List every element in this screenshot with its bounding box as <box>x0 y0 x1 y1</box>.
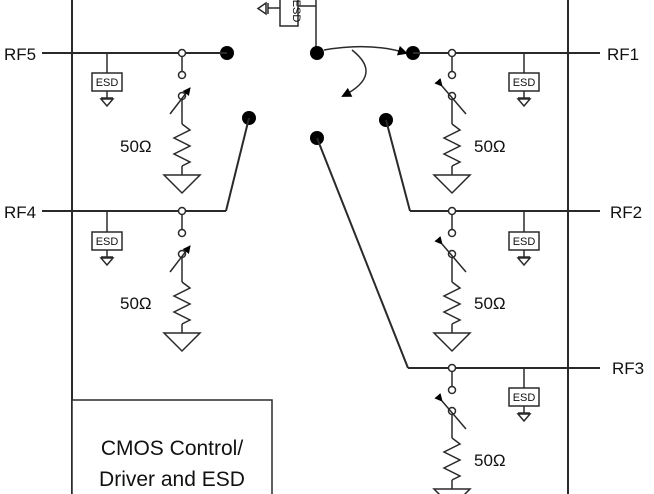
resistor-rf4 <box>172 281 192 325</box>
resistor-label-rf4: 50Ω <box>120 294 152 313</box>
common-node <box>310 46 324 60</box>
shunt-switch-arrow <box>434 78 467 115</box>
resistor-label-rf5: 50Ω <box>120 137 152 156</box>
esd-label-rf1: ESD <box>513 77 536 89</box>
resistor-rf5 <box>172 123 192 167</box>
rf5-label: RF5 <box>4 45 36 64</box>
cmos-control-block: CMOS Control/ Driver and ESD <box>71 399 273 494</box>
ground-symbol <box>162 174 202 195</box>
rf5-branch: RF5 ESD 50Ω <box>4 45 227 195</box>
resistor-rf3 <box>442 437 462 481</box>
resistor-label-rf1: 50Ω <box>474 137 506 156</box>
ground-symbol <box>432 174 472 195</box>
shunt-switch-arrow <box>434 393 467 430</box>
ground-symbol <box>432 332 472 353</box>
shunt-switch-arrow <box>169 87 191 115</box>
resistor-label-rf3: 50Ω <box>474 451 506 470</box>
esd-label-rf3: ESD <box>513 392 536 404</box>
esd-box-top <box>279 0 299 27</box>
rf1-branch: RF1 ESD 50Ω <box>413 45 639 195</box>
esd-label-top: ESD <box>290 0 302 22</box>
common-port <box>310 45 408 97</box>
switch-arrow-rf1 <box>323 45 408 56</box>
switch-rotate-arrow <box>341 49 367 97</box>
rf2-label: RF2 <box>610 203 642 222</box>
shunt-switch-arrow <box>434 236 467 273</box>
esd-label-rf2: ESD <box>513 236 536 248</box>
resistor-label-rf2: 50Ω <box>474 294 506 313</box>
rf4-label: RF4 <box>4 203 36 222</box>
control-block-line2: Driver and ESD <box>99 468 245 491</box>
rf1-label: RF1 <box>607 45 639 64</box>
rf4-branch: RF4 ESD 50Ω <box>4 117 250 353</box>
resistor-rf2 <box>442 281 462 325</box>
control-block-line1: CMOS Control/ <box>101 437 244 460</box>
rf3-label: RF3 <box>612 359 644 378</box>
ground-symbol <box>256 1 269 16</box>
resistor-rf1 <box>442 123 462 167</box>
control-block-box <box>71 399 273 494</box>
rf2-branch: RF2 ESD 50Ω <box>385 119 642 353</box>
ground-symbol <box>162 332 202 353</box>
esd-label-rf5: ESD <box>96 77 119 89</box>
esd-label-rf4: ESD <box>96 236 119 248</box>
rf3-branch: RF3 ESD 50Ω <box>316 137 644 494</box>
ground-symbol <box>432 488 472 494</box>
shunt-switch-arrow <box>169 245 191 273</box>
top-esd-clamp: ESD <box>256 0 317 52</box>
